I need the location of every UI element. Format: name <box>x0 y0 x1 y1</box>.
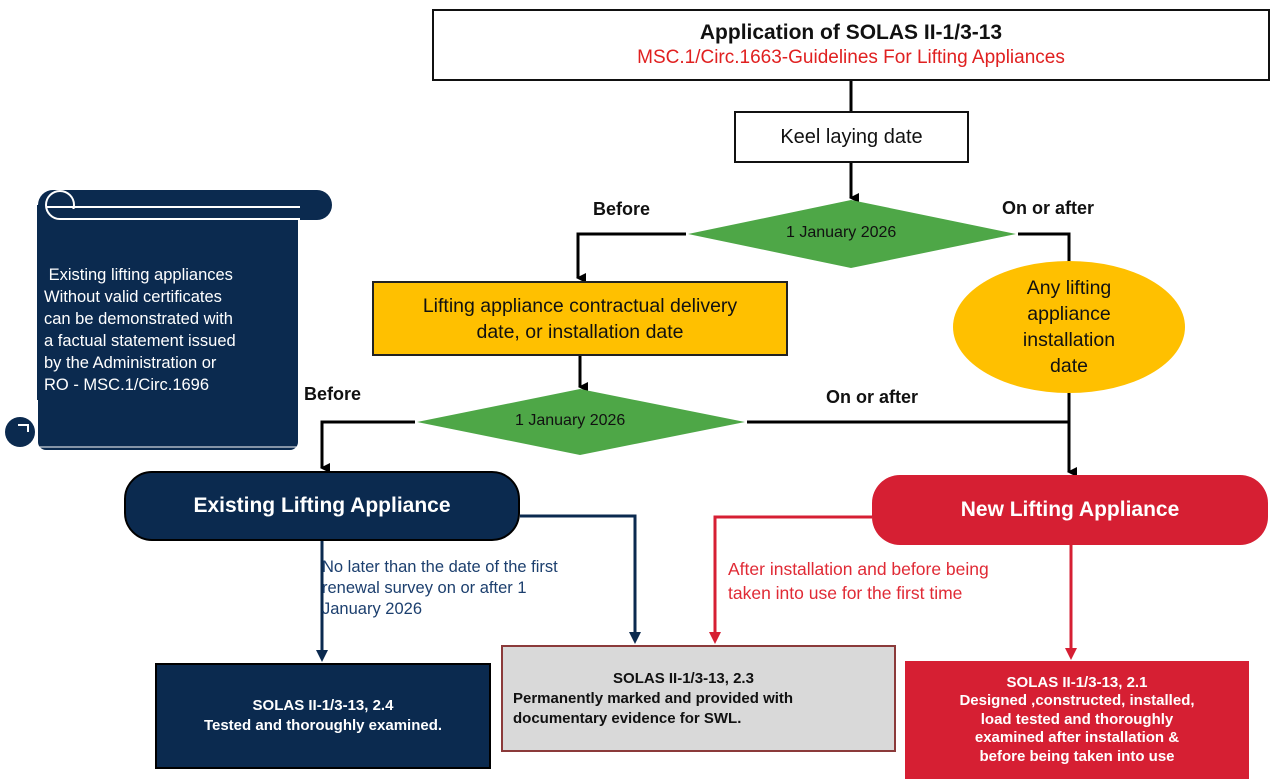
oval-line-2: appliance <box>1027 303 1111 325</box>
connector-decision1-before <box>576 232 686 283</box>
solas-2-1-box: SOLAS II-1/3-13, 2.1 Designed ,construct… <box>905 661 1249 779</box>
contract-delivery-box: Lifting appliance contractual delivery d… <box>372 281 788 356</box>
scroll-line-1: Existing lifting appliances <box>44 266 233 284</box>
new-note-line-2: taken into use for the first time <box>728 583 963 603</box>
keel-laying-date-box: Keel laying date <box>734 111 969 163</box>
existing-note-line-2: renewal survey on or after 1 <box>322 579 527 597</box>
decision1-label: 1 January 2026 <box>786 224 897 241</box>
new-timing-note: After installation and before being take… <box>728 557 1068 605</box>
solas-2-1-line-3: examined after installation & <box>974 729 1180 747</box>
scroll-shape <box>5 190 332 450</box>
solas-2-3-line-2: documentary evidence for SWL. <box>513 709 742 727</box>
contract-line-2: date, or installation date <box>476 320 684 343</box>
arrowhead-24 <box>316 650 328 662</box>
oval-line-1: Any lifting <box>1026 277 1112 299</box>
scroll-note-text: Existing lifting appliances Without vali… <box>44 264 290 396</box>
scroll-line-4: a factual statement issued <box>44 332 236 350</box>
oval-line-3: installation <box>1022 329 1116 351</box>
keel-label: Keel laying date <box>780 125 923 148</box>
new-label: New Lifting Appliance <box>960 498 1180 521</box>
scroll-line-2: Without valid certificates <box>44 288 222 306</box>
decision2-before-label: Before <box>304 384 362 404</box>
oval-line-4: date <box>1050 355 1088 377</box>
title-box: Application of SOLAS II-1/3-13 MSC.1/Cir… <box>432 9 1270 81</box>
connector-decision1-after <box>1018 232 1071 262</box>
contract-line-1: Lifting appliance contractual delivery <box>422 294 738 317</box>
connector-decision2-before <box>320 420 415 473</box>
decision2-after-label: On or after <box>826 387 919 407</box>
decision2-label: 1 January 2026 <box>515 412 626 429</box>
existing-label: Existing Lifting Appliance <box>193 494 451 517</box>
solas-2-4-text: Tested and thoroughly examined. <box>203 717 443 734</box>
decision1-before-label: Before <box>593 199 651 219</box>
existing-note-line-3: January 2026 <box>322 600 422 618</box>
connector-existing-23 <box>520 514 637 632</box>
solas-2-3-line-1: Permanently marked and provided with <box>513 689 794 707</box>
connector-new-23 <box>713 515 872 632</box>
solas-2-3-box: SOLAS II-1/3-13, 2.3 Permanently marked … <box>501 645 896 752</box>
existing-note-line-1: No later than the date of the first <box>322 558 558 576</box>
solas-2-3-heading: SOLAS II-1/3-13, 2.3 <box>613 669 754 687</box>
installation-date-oval: Any lifting appliance installation date <box>953 261 1185 393</box>
scroll-bottom-curl-icon <box>5 417 298 448</box>
existing-lifting-appliance: Existing Lifting Appliance <box>124 471 520 541</box>
title-subtitle: MSC.1/Circ.1663-Guidelines For Lifting A… <box>637 47 1065 68</box>
arrowhead-21 <box>1065 648 1077 660</box>
decision-diamond-2 <box>417 389 745 455</box>
scroll-line-6: RO - MSC.1/Circ.1696 <box>44 376 210 394</box>
existing-timing-note: No later than the date of the first rene… <box>322 557 642 620</box>
decision-diamond-1 <box>688 200 1016 268</box>
scroll-line-3: can be demonstrated with <box>44 310 233 328</box>
solas-2-1-line-4: before being taken into use <box>979 747 1175 765</box>
solas-2-1-heading: SOLAS II-1/3-13, 2.1 <box>1006 673 1148 691</box>
new-note-line-1: After installation and before being <box>728 559 989 579</box>
arrowhead-23-red <box>709 632 721 644</box>
scroll-top-curl-icon <box>45 190 310 220</box>
solas-2-1-line-2: load tested and thoroughly <box>980 710 1174 728</box>
new-lifting-appliance: New Lifting Appliance <box>872 475 1268 545</box>
decision1-after-label: On or after <box>1002 198 1095 218</box>
solas-2-1-line-1: Designed ,constructed, installed, <box>959 692 1195 710</box>
title-main: Application of SOLAS II-1/3-13 <box>699 21 1003 44</box>
scroll-line-5: by the Administration or <box>44 354 217 372</box>
arrowhead-23-navy <box>629 632 641 644</box>
solas-2-4-heading: SOLAS II-1/3-13, 2.4 <box>252 697 394 714</box>
solas-2-4-box: SOLAS II-1/3-13, 2.4 Tested and thorough… <box>155 663 491 769</box>
